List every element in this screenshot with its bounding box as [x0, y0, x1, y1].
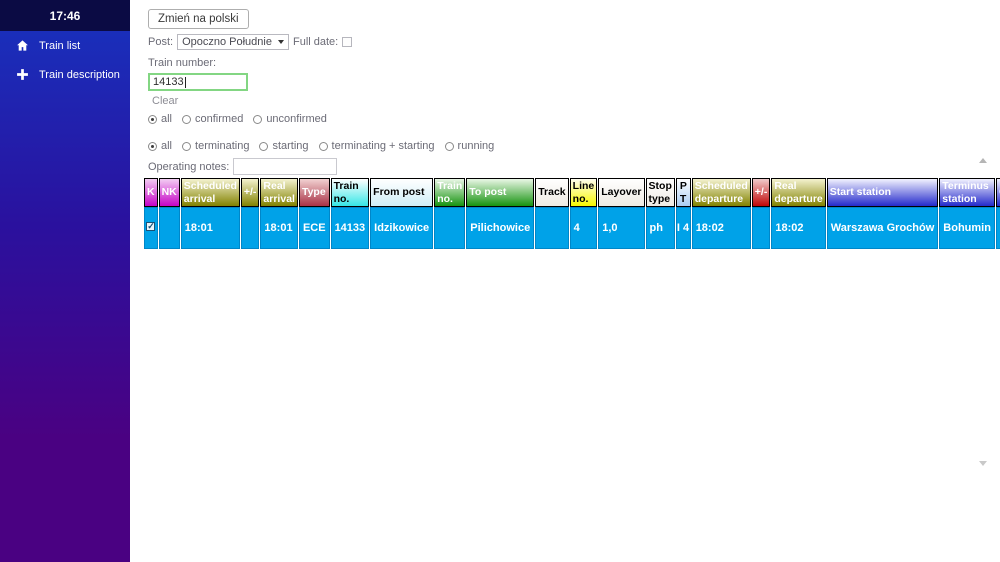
col-header-to-post: To post [466, 178, 535, 207]
radio-dot [318, 141, 328, 151]
cell-scheduled-departure: 18:02 [691, 207, 751, 249]
table-row[interactable]: 18:01 18:01 ECE 14133 Idzikowice Pilicho… [144, 207, 1000, 249]
cell-track [535, 207, 569, 249]
operating-notes-row: Operating notes: [148, 158, 1000, 175]
cell-scheduled-arrival: 18:01 [180, 207, 240, 249]
cell-from-post: Idzikowice [370, 207, 434, 249]
col-header-start-station: Start station [826, 178, 939, 207]
cell-pt: I 4 [675, 207, 691, 249]
col-header-layover: Layover [598, 178, 645, 207]
radio-label: all [161, 140, 173, 152]
home-icon [16, 39, 29, 52]
col-header-track: Track [535, 178, 569, 207]
radio-label: starting [272, 140, 309, 152]
row-checkbox-checked[interactable] [146, 221, 156, 232]
radio-dot [259, 141, 269, 151]
plus-icon [16, 68, 29, 81]
post-select[interactable]: Opoczno Południe [177, 34, 289, 50]
radio-label: running [457, 140, 495, 152]
cell-departure-delta [751, 207, 771, 249]
col-header-type: Type [298, 178, 330, 207]
col-header-scheduled-departure: Scheduled departure [691, 178, 751, 207]
col-header-real-arrival: Real arrival [260, 178, 298, 207]
train-table: K NK Scheduled arrival +/- Real arrival … [143, 178, 1000, 249]
radio-dot [253, 114, 263, 124]
col-header-nk: NK [158, 178, 180, 207]
scroll-down-icon[interactable] [979, 461, 987, 466]
cell-carrier: PKP INTERCITY S.A. [995, 207, 1000, 249]
col-header-pt: P T [675, 178, 691, 207]
radio-terminating-starting[interactable]: terminating + starting [318, 140, 435, 152]
radio-terminating[interactable]: terminating [182, 140, 249, 152]
radio-dot [148, 141, 157, 151]
table-header-row: K NK Scheduled arrival +/- Real arrival … [144, 178, 1000, 207]
post-select-value: Opoczno Południe [182, 36, 272, 48]
clock: 17:46 [0, 0, 130, 31]
cell-real-departure: 18:02 [771, 207, 826, 249]
col-header-line-no: Line no. [569, 178, 598, 207]
radio-all[interactable]: all [148, 113, 172, 125]
operating-notes-input[interactable] [233, 158, 338, 175]
radio-label: confirmed [195, 113, 244, 125]
cell-real-arrival: 18:01 [260, 207, 298, 249]
text-caret [184, 76, 186, 88]
radio-label: terminating + starting [331, 140, 435, 152]
col-header-train-no: Train no. [330, 178, 370, 207]
radio-dot [182, 141, 192, 151]
col-header-scheduled-arrival: Scheduled arrival [180, 178, 240, 207]
cell-train-no-2 [434, 207, 466, 249]
cell-arrival-delta [240, 207, 260, 249]
col-header-departure-delta: +/- [751, 178, 771, 207]
full-date-label: Full date: [292, 36, 339, 48]
col-header-train-no-2: Train no. [434, 178, 466, 207]
post-filter-row: Post: Opoczno Południe Full date: [148, 34, 1000, 50]
cell-line-no: 4 [569, 207, 598, 249]
radio-scope-all[interactable]: all [148, 140, 172, 152]
scope-radio-group: all terminating starting terminating + s… [148, 140, 1000, 152]
cell-terminus-station: Bohumin [939, 207, 995, 249]
cell-to-post: Pilichowice [466, 207, 535, 249]
confirmation-radio-group: all confirmed unconfirmed [148, 113, 1000, 125]
radio-label: unconfirmed [266, 113, 327, 125]
radio-running[interactable]: running [444, 140, 495, 152]
full-date-checkbox[interactable] [342, 37, 353, 47]
main-content: Zmień na polski Post: Opoczno Południe F… [130, 0, 1000, 562]
radio-label: all [161, 113, 173, 125]
radio-dot [182, 114, 192, 124]
sidebar-item-label: Train list [39, 39, 81, 52]
radio-confirmed[interactable]: confirmed [182, 113, 243, 125]
train-number-label: Train number: [148, 57, 217, 69]
scroll-up-icon[interactable] [979, 158, 987, 163]
cell-k [144, 207, 158, 249]
sidebar-item-train-list[interactable]: Train list [0, 31, 130, 60]
radio-dot [148, 114, 157, 124]
sidebar-item-label: Train description [39, 68, 120, 81]
train-number-value: 14133 [153, 76, 184, 88]
cell-train-no: 14133 [330, 207, 370, 249]
cell-nk [158, 207, 180, 249]
col-header-stop-type: Stop type [645, 178, 675, 207]
operating-notes-label: Operating notes: [148, 160, 230, 173]
col-header-k: K [144, 178, 158, 207]
radio-dot [444, 141, 454, 151]
cell-layover: 1,0 [598, 207, 645, 249]
radio-label: terminating [195, 140, 250, 152]
train-number-input[interactable]: 14133 [148, 73, 248, 91]
col-header-carrier: Carrier [995, 178, 1000, 207]
language-toggle-button[interactable]: Zmień na polski [148, 9, 249, 29]
sidebar-item-train-description[interactable]: Train description [0, 60, 130, 89]
radio-unconfirmed[interactable]: unconfirmed [253, 113, 327, 125]
cell-stop-type: ph [645, 207, 675, 249]
col-header-from-post: From post [370, 178, 434, 207]
post-label: Post: [148, 36, 174, 48]
radio-starting[interactable]: starting [259, 140, 309, 152]
cell-start-station: Warszawa Grochów [826, 207, 939, 249]
sidebar: 17:46 Train list Train description [0, 0, 130, 562]
cell-type: ECE [298, 207, 330, 249]
col-header-real-departure: Real departure [771, 178, 826, 207]
col-header-terminus-station: Terminus station [939, 178, 995, 207]
col-header-arrival-delta: +/- [240, 178, 260, 207]
clear-button[interactable]: Clear [152, 95, 179, 107]
